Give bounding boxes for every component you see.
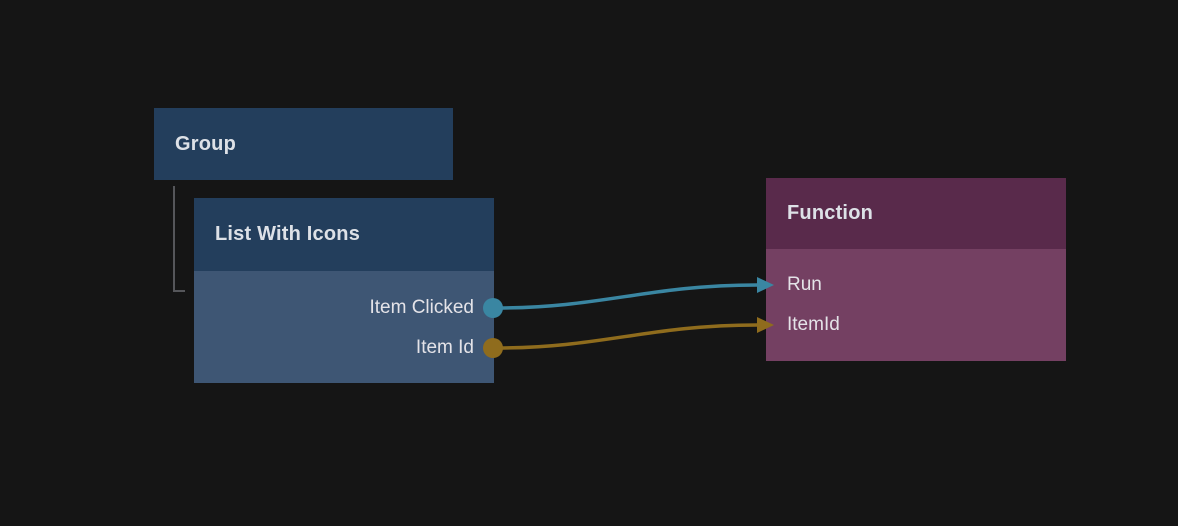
node-group-header[interactable]: Group (154, 108, 453, 180)
input-port-label: Run (787, 274, 822, 295)
node-group[interactable]: Group (154, 108, 453, 180)
input-port-row-itemid[interactable]: ItemId (766, 305, 1066, 345)
output-port-row-item-id[interactable]: Item Id (194, 328, 494, 368)
node-function-title: Function (787, 202, 874, 224)
output-port-label: Item Clicked (369, 297, 474, 318)
node-function[interactable]: Function Run ItemId (766, 178, 1066, 361)
input-port-label: ItemId (787, 314, 840, 335)
node-group-title: Group (175, 132, 236, 155)
node-list-with-icons-title: List With Icons (215, 223, 361, 245)
node-list-with-icons-header[interactable]: List With Icons (194, 198, 494, 271)
input-port-row-run[interactable]: Run (766, 265, 1066, 305)
node-list-with-icons[interactable]: List With Icons Item Clicked Item Id (194, 198, 494, 383)
node-function-body: Run ItemId (766, 249, 1066, 361)
node-function-header[interactable]: Function (766, 178, 1066, 249)
wire-item-id-to-itemid[interactable] (496, 323, 759, 350)
output-port-row-item-clicked[interactable]: Item Clicked (194, 288, 494, 328)
output-port-label: Item Id (415, 337, 474, 358)
node-list-with-icons-body: Item Clicked Item Id (194, 271, 494, 383)
wire-item-clicked-to-run[interactable] (496, 283, 759, 310)
group-child-tree-connector (173, 186, 185, 292)
